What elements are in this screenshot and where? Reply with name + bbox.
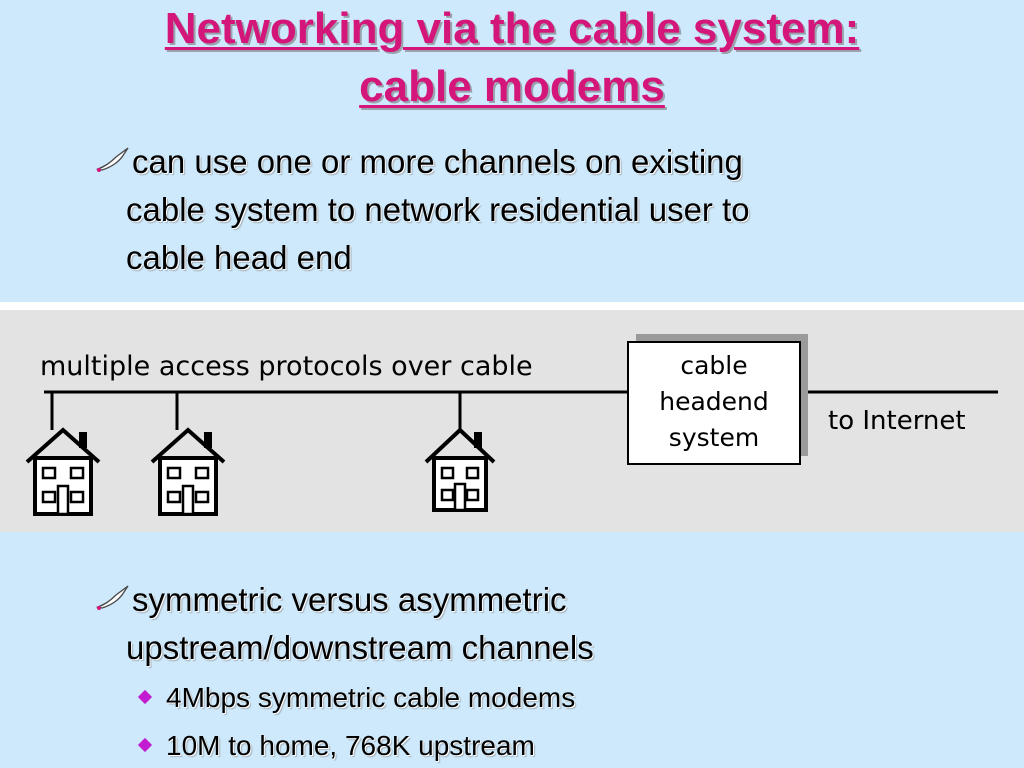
quill-pen-icon [95, 147, 129, 172]
diagram-label: multiple access protocols over cable [40, 351, 533, 382]
bullet-line: cable system to network residential user… [126, 191, 750, 228]
diamond-bullet-icon [137, 737, 153, 753]
bullet-line: can use one or more channels on existing [94, 138, 914, 186]
slide-title-line-2: cable modems [359, 62, 665, 111]
diagram-canvas: multiple access protocols over cable cab… [0, 310, 1024, 532]
bullet-line: upstream/downstream channels [126, 629, 594, 666]
bullet-symmetric-channels: symmetric versus asymmetric upstream/dow… [94, 576, 914, 672]
bullet-cable-channels: can use one or more channels on existing… [94, 138, 914, 282]
diamond-bullet-icon [137, 689, 153, 705]
house-icon [25, 427, 101, 516]
sub-bullet-text: 10M to home, 768K upstream [166, 730, 535, 761]
slide-title-line-1: Networking via the cable system: [164, 4, 860, 53]
bullet-text: symmetric versus asymmetric [132, 581, 567, 618]
quill-pen-icon [95, 585, 129, 610]
headend-label-line-2: headend [659, 387, 769, 416]
bullet-text: can use one or more channels on existing [132, 143, 743, 180]
sub-bullet-text: 4Mbps symmetric cable modems [166, 682, 576, 713]
house-icon [150, 427, 226, 516]
headend-box [627, 341, 801, 465]
internet-label: to Internet [828, 406, 966, 436]
headend-label-line-3: system [669, 423, 759, 452]
house-icon [424, 427, 496, 512]
cable-network-diagram: multiple access protocols over cable cab… [0, 302, 1024, 532]
bullet-line: symmetric versus asymmetric [94, 576, 914, 624]
slide-title: Networking via the cable system: cable m… [0, 0, 1024, 116]
sub-bullet: 4Mbps symmetric cable modems [137, 680, 576, 716]
bullet-line: cable head end [126, 239, 352, 276]
headend-label-line-1: cable [680, 351, 747, 380]
sub-bullet: 10M to home, 768K upstream [137, 728, 535, 764]
